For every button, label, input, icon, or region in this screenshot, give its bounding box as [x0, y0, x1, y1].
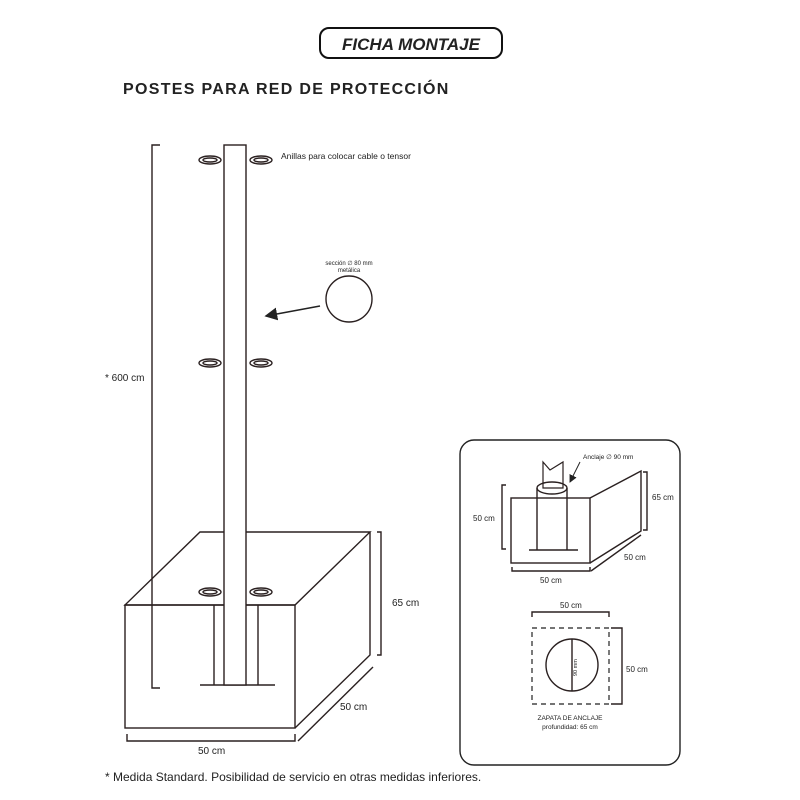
- base-depth-label: 50 cm: [340, 702, 367, 713]
- section-circle: [325, 275, 373, 323]
- plan-diameter: 90 mm: [573, 659, 579, 676]
- base-top: [123, 531, 372, 606]
- ring-icons: [198, 155, 273, 597]
- anchor-label: Anclaje ∅ 90 mm: [583, 454, 633, 461]
- footnote: * Medida Standard. Posibilidad de servic…: [105, 770, 481, 784]
- height-label: * 600 cm: [105, 373, 144, 384]
- pole-drawing: * 600 cm Anillas para colocar cable o te…: [105, 144, 419, 757]
- plan-footing: [531, 627, 610, 705]
- section-arrow: [264, 305, 321, 321]
- detail-right-height: 65 cm: [652, 493, 674, 502]
- height-bracket: [151, 144, 160, 689]
- rings-label: Anillas para colocar cable o tensor: [281, 151, 411, 161]
- detail-width: 50 cm: [540, 576, 562, 585]
- page-title: POSTES PARA RED DE PROTECCIÓN: [123, 79, 450, 98]
- plan-right-label: 50 cm: [626, 665, 648, 674]
- title-badge: FICHA MONTAJE: [319, 27, 503, 59]
- anchor-post: [542, 460, 564, 489]
- base-side: [294, 532, 371, 729]
- base-height-label: 65 cm: [392, 598, 419, 609]
- detail-panel: Anclaje ∅ 90 mm 50 cm 65 cm 50 cm 50 cm …: [459, 439, 681, 766]
- plan-depth-caption: profundidad: 65 cm: [542, 724, 598, 731]
- detail-depth: 50 cm: [624, 553, 646, 562]
- detail-left-height: 50 cm: [473, 514, 495, 523]
- section-material: metálica: [338, 268, 361, 274]
- base-width-label: 50 cm: [198, 746, 225, 757]
- badge-text: FICHA MONTAJE: [342, 35, 481, 54]
- section-label: sección ∅ 80 mm: [325, 260, 372, 267]
- plan-caption: ZAPATA DE ANCLAJE: [537, 715, 603, 722]
- plan-top-label: 50 cm: [560, 601, 582, 610]
- base-front: [124, 604, 296, 729]
- pole: [223, 144, 247, 686]
